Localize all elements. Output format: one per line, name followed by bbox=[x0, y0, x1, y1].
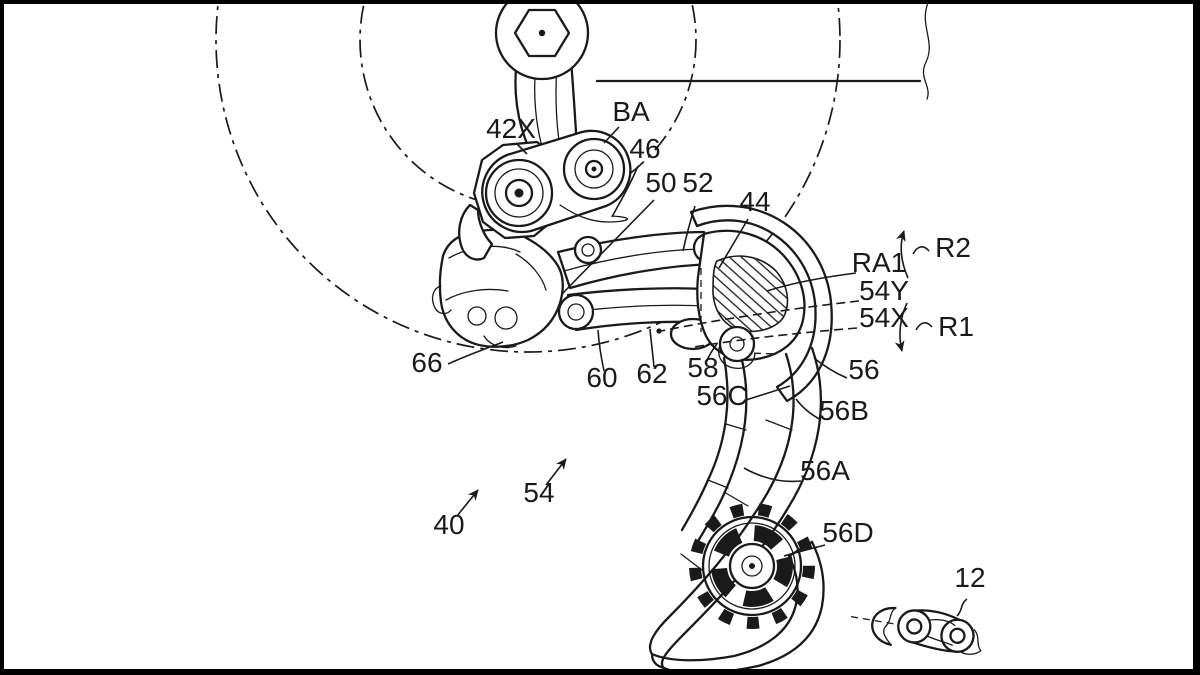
leader-44 bbox=[718, 218, 749, 269]
leader-R2 bbox=[896, 230, 909, 279]
leader-RA1 bbox=[766, 272, 857, 292]
leader-12 bbox=[956, 598, 968, 617]
ref-label-56A: 56A bbox=[800, 455, 850, 486]
pulley-teeth bbox=[689, 503, 815, 629]
axle-center-dot bbox=[538, 29, 546, 37]
ref-label-12: 12 bbox=[954, 562, 985, 593]
axis-dot-54Y bbox=[656, 328, 662, 334]
ref-label-58: 58 bbox=[687, 352, 718, 383]
ref-label-BA: BA bbox=[612, 96, 650, 127]
ref-label-R2: R2 bbox=[935, 232, 971, 263]
leader-56C bbox=[745, 385, 791, 401]
bracket-hanger bbox=[494, 0, 590, 151]
pulley-link-assembly bbox=[458, 129, 632, 265]
leader-42X bbox=[516, 143, 528, 155]
ref-label-66: 66 bbox=[411, 347, 442, 378]
leader-56D bbox=[783, 544, 826, 557]
ref-label-60: 60 bbox=[586, 362, 617, 393]
chain-roller bbox=[897, 609, 932, 644]
ref-label-56C: 56C bbox=[696, 380, 747, 411]
ref-label-54: 54 bbox=[523, 477, 554, 508]
ref-label-56: 56 bbox=[848, 354, 879, 385]
ref-label-50: 50 bbox=[645, 167, 676, 198]
frame-break-line bbox=[922, 2, 930, 100]
guard-plate bbox=[689, 204, 833, 403]
cage-pivot-knuckle bbox=[696, 229, 806, 361]
inner-plate-edge bbox=[692, 358, 748, 550]
ref-label-56B: 56B bbox=[819, 395, 869, 426]
inner-plate-edge-2 bbox=[680, 356, 729, 532]
leader-60 bbox=[597, 329, 605, 372]
leader-R1 bbox=[894, 302, 908, 352]
ref-label-54Y: 54Y bbox=[859, 275, 909, 306]
frame-chainstay bbox=[595, 2, 930, 100]
leader-54 bbox=[545, 458, 567, 486]
ref-label-40: 40 bbox=[433, 509, 464, 540]
leader-54Y bbox=[660, 300, 860, 332]
leader-56B bbox=[795, 398, 822, 421]
leader-tilde-R1 bbox=[915, 322, 933, 331]
leader-56 bbox=[813, 357, 848, 379]
chain-segment bbox=[850, 606, 982, 655]
leader-40 bbox=[456, 489, 479, 517]
ref-label-56D: 56D bbox=[822, 517, 873, 548]
leader-52 bbox=[682, 205, 696, 252]
pulley-spoke-windows bbox=[711, 525, 793, 607]
lower-pulley bbox=[689, 503, 815, 629]
upper-pulley bbox=[718, 325, 756, 369]
leader-58 bbox=[706, 343, 718, 361]
ref-label-46: 46 bbox=[629, 133, 660, 164]
leader-54X bbox=[693, 327, 858, 348]
pivot-bolt bbox=[573, 235, 603, 265]
ref-label-62: 62 bbox=[636, 358, 667, 389]
leader-50 bbox=[561, 199, 655, 295]
ref-label-R1: R1 bbox=[938, 311, 974, 342]
pulley-ba bbox=[562, 137, 626, 201]
pulley-42x bbox=[484, 158, 554, 228]
ref-label-42X: 42X bbox=[486, 113, 536, 144]
ref-label-RA1: RA1 bbox=[852, 247, 906, 278]
leader-66 bbox=[447, 341, 504, 365]
ref-label-44: 44 bbox=[739, 186, 770, 217]
leader-tilde-R2 bbox=[912, 246, 930, 255]
ref-label-52: 52 bbox=[682, 167, 713, 198]
chain-roller bbox=[940, 618, 975, 653]
leader-56A bbox=[743, 467, 802, 483]
leader-BA bbox=[603, 126, 620, 144]
leader-46 bbox=[611, 165, 639, 218]
derailleur-body bbox=[431, 228, 564, 349]
leader-62 bbox=[649, 328, 655, 368]
